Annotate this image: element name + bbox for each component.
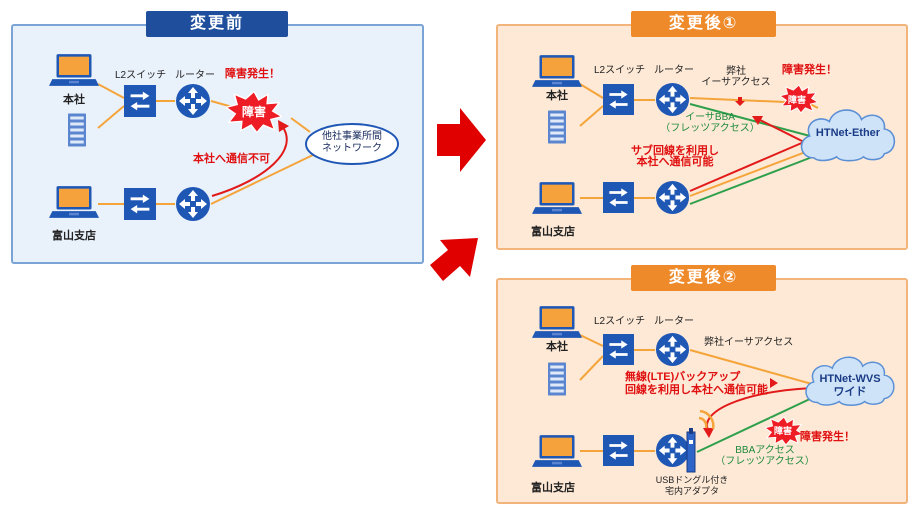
own-access-label: 弊社 イーサアクセス bbox=[701, 66, 771, 88]
branch-laptop-icon bbox=[49, 186, 99, 218]
wireless-signal-icon bbox=[698, 409, 715, 430]
router-icon bbox=[655, 332, 690, 367]
head-office-laptop-icon bbox=[49, 54, 99, 86]
branch-laptop-icon bbox=[532, 182, 582, 214]
router-icon bbox=[176, 84, 210, 118]
fault-badge: 障害 bbox=[788, 95, 807, 105]
l2-switch-label: L2スイッチ bbox=[115, 70, 167, 81]
fault-occurred-label: 障害発生！ bbox=[225, 68, 280, 80]
router-label: ルーター bbox=[175, 70, 215, 81]
router-icon bbox=[176, 187, 210, 221]
l2-switch-icon bbox=[603, 84, 634, 115]
server-icon bbox=[548, 362, 566, 396]
usb-adapter-label: USBドングル付き 宅内アダプタ bbox=[655, 475, 729, 496]
usb-adapter-icon bbox=[686, 428, 696, 473]
head-office-laptop-icon bbox=[532, 306, 582, 338]
head-office-label: 本社 bbox=[546, 341, 568, 353]
before-links bbox=[97, 83, 316, 205]
l2-switch-icon bbox=[603, 435, 634, 466]
server-icon bbox=[68, 113, 86, 147]
head-office-label: 本社 bbox=[63, 94, 85, 106]
after2-title: 変更後② bbox=[631, 265, 776, 291]
head-office-laptop-icon bbox=[532, 55, 582, 87]
before-title: 変更前 bbox=[146, 11, 288, 37]
server-icon bbox=[548, 110, 566, 144]
htnet-ether-label: HTNet-Ether bbox=[815, 127, 881, 139]
branch-label: 富山支店 bbox=[531, 482, 575, 494]
router-label: ルーター bbox=[654, 316, 694, 327]
sub-line-label: サブ回線を利用し 本社へ通信可能 bbox=[631, 145, 719, 168]
l2-switch-icon bbox=[603, 334, 634, 365]
l2-switch-icon bbox=[124, 85, 156, 117]
l2-switch-label: L2スイッチ bbox=[594, 316, 646, 327]
other-network-label: 他社事業所間 ネットワーク bbox=[322, 131, 382, 154]
branch-label: 富山支店 bbox=[52, 230, 96, 242]
bba-label: イーサBBA （フレッツアクセス） bbox=[660, 112, 760, 134]
after1-links bbox=[579, 83, 821, 205]
after1-title: 変更後① bbox=[631, 11, 776, 37]
bba-label: BBAアクセス （フレッツアクセス） bbox=[715, 445, 815, 467]
router-icon bbox=[655, 180, 690, 215]
htnet-wvs-label: HTNet-WVS ワイド bbox=[819, 373, 881, 398]
branch-laptop-icon bbox=[532, 435, 582, 467]
fault-badge: 障害 bbox=[774, 426, 793, 436]
other-network-cloud bbox=[305, 123, 399, 165]
own-access-label: 弊社イーサアクセス bbox=[704, 337, 794, 348]
router-icon bbox=[655, 433, 690, 468]
wireless-backup-label: 無線(LTE)バックアップ 回線を利用し本社へ通信可能 bbox=[625, 371, 768, 396]
head-office-label: 本社 bbox=[546, 90, 568, 102]
fault-occurred-label: 障害発生！ bbox=[782, 64, 837, 76]
router-label: ルーター bbox=[654, 65, 694, 76]
fault-badge: 障害 bbox=[242, 105, 267, 119]
l2-switch-icon bbox=[124, 188, 156, 220]
fault-occurred-label: 障害発生！ bbox=[800, 431, 855, 443]
cannot-reach-label: 本社へ通信不可 bbox=[193, 153, 270, 165]
branch-label: 富山支店 bbox=[531, 226, 575, 238]
transition-arrows bbox=[430, 108, 486, 281]
l2-switch-label: L2スイッチ bbox=[594, 65, 646, 76]
l2-switch-icon bbox=[603, 182, 634, 213]
